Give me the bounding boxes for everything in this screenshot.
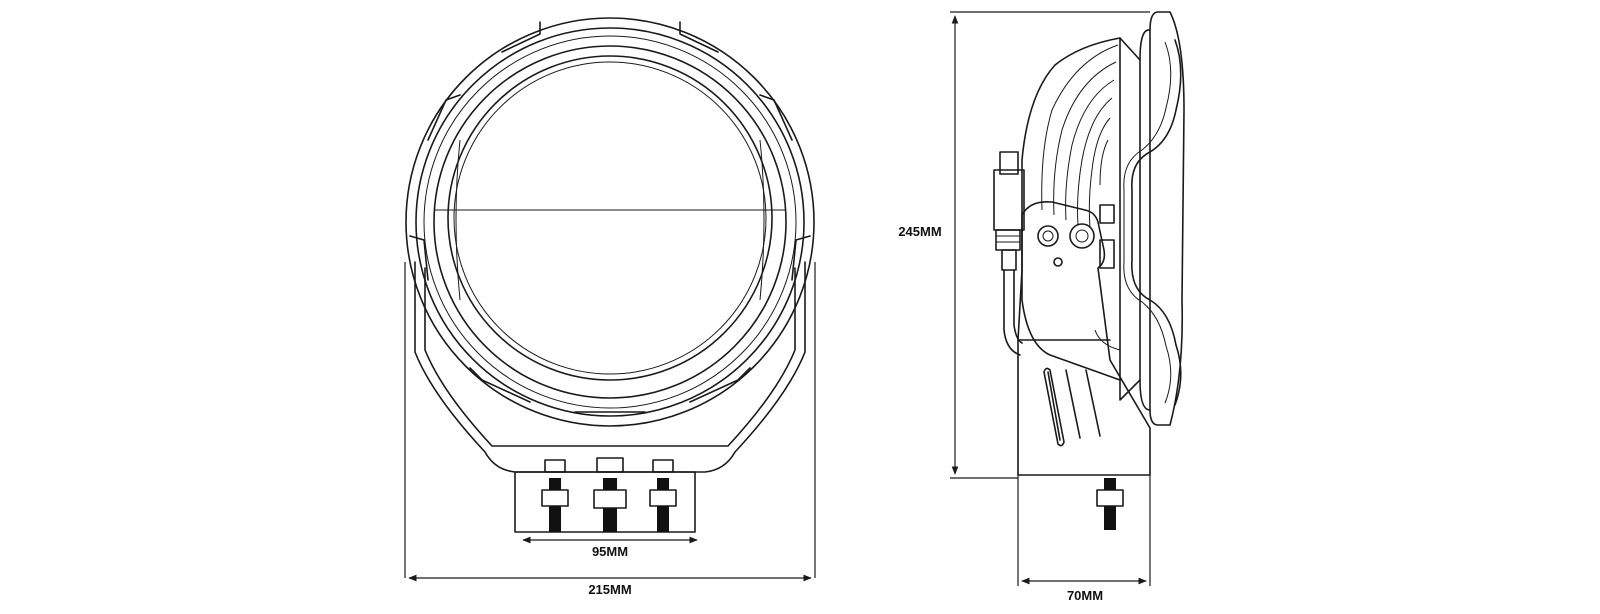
- bezel-ring: [433, 45, 787, 399]
- dim-height: 245MM: [898, 11, 1150, 479]
- side-fins: [1041, 44, 1121, 351]
- label-overall-width: 215MM: [588, 582, 631, 597]
- side-bolt: [1096, 478, 1124, 530]
- dim-overall-width: 215MM: [404, 262, 816, 597]
- side-bezel: [1149, 11, 1185, 426]
- side-bracket: [1017, 200, 1151, 476]
- dim-depth: 70MM: [1017, 475, 1151, 603]
- lens: [447, 55, 773, 381]
- label-height: 245MM: [898, 224, 941, 239]
- side-view: [993, 11, 1185, 530]
- outer-ring: [405, 17, 815, 427]
- label-depth: 70MM: [1067, 588, 1103, 603]
- front-bolts: [541, 457, 677, 532]
- label-bracket-width: 95MM: [592, 544, 628, 559]
- dim-bracket-width: 95MM: [522, 536, 698, 559]
- side-pivots: [1037, 223, 1095, 267]
- front-view: [405, 17, 815, 533]
- side-slots: [1043, 367, 1101, 447]
- side-connector: [993, 151, 1025, 356]
- side-housing: [1021, 37, 1121, 381]
- bezel-tabs: [409, 21, 811, 413]
